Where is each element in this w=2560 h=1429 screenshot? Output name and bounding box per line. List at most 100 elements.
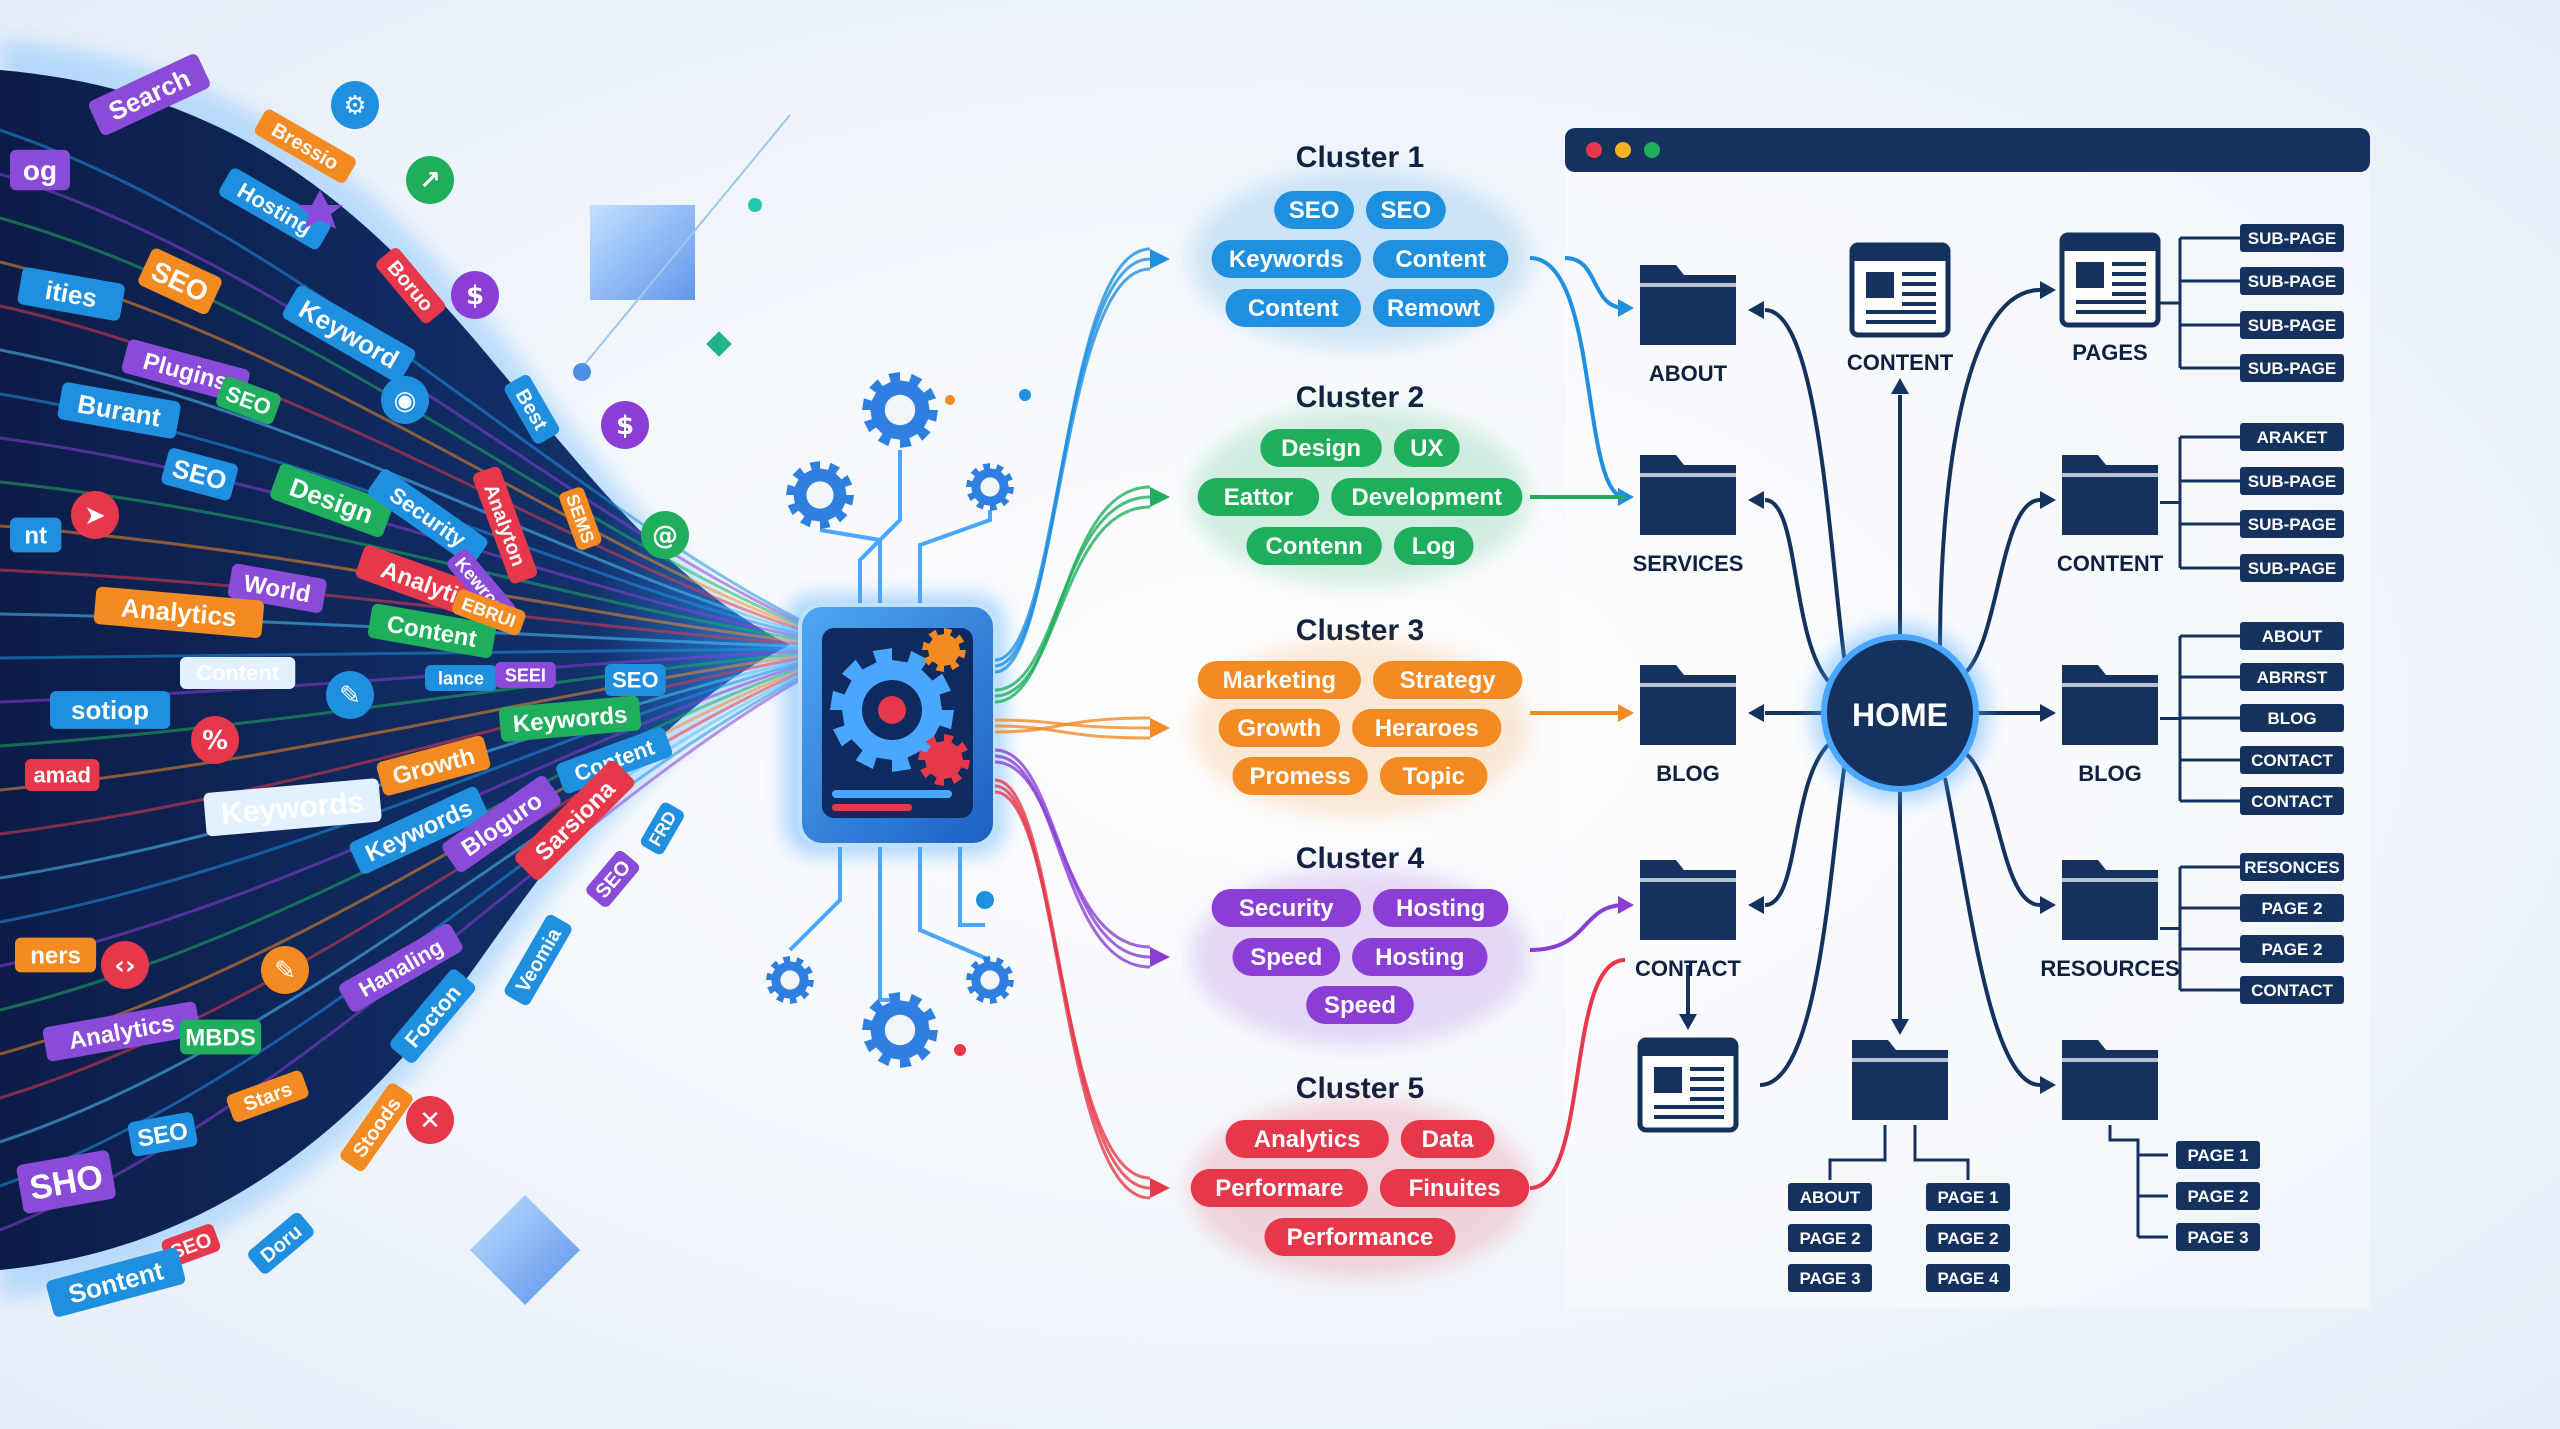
keyword-pill-label: Topic (1403, 763, 1465, 790)
sitemap-page-link[interactable]: PAGE 3 (1788, 1264, 1872, 1292)
sitemap-page-link[interactable]: SUB-PAGE (2240, 510, 2344, 538)
keyword-pill-label: Hosting (1396, 895, 1485, 922)
folder-icon (1640, 265, 1736, 345)
folder-services[interactable]: SERVICES (1633, 455, 1744, 576)
keyword-tag: og (10, 149, 70, 191)
arrow-head-icon (1618, 488, 1634, 506)
folder-blog-left[interactable]: BLOG (1640, 665, 1736, 786)
sitemap-link (1938, 288, 2041, 649)
sitemap-page-link[interactable]: CONTACT (2240, 746, 2344, 774)
folder-icon (1640, 455, 1736, 535)
folder-content-right[interactable]: CONTENT (2057, 455, 2164, 576)
keyword-pill-label: Contenn (1265, 533, 1362, 560)
sitemap-page-label: BLOG (2267, 709, 2316, 728)
page-content[interactable]: CONTENT (1847, 242, 1954, 375)
sitemap-page-link[interactable]: SUB-PAGE (2240, 224, 2344, 252)
folder-bottom-middle[interactable] (1852, 1040, 1948, 1120)
sitemap-page-label: SUB-PAGE (2248, 359, 2336, 378)
keyword-pill-label: UX (1410, 435, 1443, 462)
keyword-tag: Analytics (93, 586, 264, 638)
svg-text:◉: ◉ (394, 386, 417, 416)
keyword-pill-label: Promess (1250, 763, 1351, 790)
sitemap-page-label: CONTACT (2251, 981, 2333, 1000)
folder-icon (1640, 665, 1736, 745)
sitemap-page-link[interactable]: ABOUT (2240, 622, 2344, 650)
circuit-line (788, 845, 842, 952)
keyword-pill (1218, 709, 1341, 747)
keyword-pill (1379, 757, 1488, 795)
keyword-tag-label: Content (196, 661, 280, 686)
sitemap-page-link[interactable]: PAGE 2 (2240, 935, 2344, 963)
sitemap-page-label: SUB-PAGE (2248, 515, 2336, 534)
folder-blog-right[interactable]: BLOG (2062, 665, 2158, 786)
svg-text:↗: ↗ (419, 166, 441, 196)
keyword-pill-label: Hosting (1375, 944, 1464, 971)
sitemap-page-link[interactable]: ABRRST (2240, 663, 2344, 691)
sitemap-link (2108, 1125, 2140, 1237)
sitemap-page-link[interactable]: SUB-PAGE (2240, 354, 2344, 382)
close-dot-icon (1586, 142, 1602, 158)
sitemap-page-link[interactable]: CONTACT (2240, 976, 2344, 1004)
sitemap-page-link[interactable]: PAGE 2 (1926, 1224, 2010, 1252)
home-label: HOME (1852, 697, 1948, 733)
page-pages[interactable]: PAGES (2059, 232, 2161, 365)
keyword-tag: sotiop (50, 691, 171, 729)
sitemap-page-link[interactable]: PAGE 2 (2240, 894, 2344, 922)
folder-icon (2062, 1040, 2158, 1120)
arrow-head-icon (1748, 704, 1764, 722)
floating-decorations (470, 114, 1031, 1305)
sitemap-page-link[interactable]: SUB-PAGE (2240, 311, 2344, 339)
keyword-pill (1211, 889, 1361, 927)
sitemap-page-link[interactable]: ABOUT (1788, 1183, 1872, 1211)
sitemap-page-link[interactable]: SUB-PAGE (2240, 267, 2344, 295)
sitemap-page-link[interactable]: SUB-PAGE (2240, 467, 2344, 495)
keyword-pill (1190, 1169, 1368, 1207)
keyword-pill-label: Eattor (1224, 484, 1293, 511)
sitemap-link (1529, 256, 1626, 499)
sitemap-page-link[interactable]: PAGE 3 (2176, 1223, 2260, 1251)
at-sign-icon: @ (641, 511, 689, 559)
glass-square-top (590, 205, 695, 300)
sitemap-page-link[interactable]: PAGE 1 (2176, 1141, 2260, 1169)
sitemap-page-link[interactable]: PAGE 2 (2176, 1182, 2260, 1210)
globe-icon: ◉ (381, 376, 429, 424)
folder-label: SERVICES (1633, 551, 1744, 576)
sitemap-page-link[interactable]: ARAKET (2240, 423, 2344, 451)
folder-contact[interactable]: CONTACT (1635, 860, 1742, 981)
stream-line (0, 480, 801, 641)
keyword-pill (1246, 527, 1382, 565)
sitemap-link (1828, 1125, 1887, 1180)
folder-bottom-right[interactable] (2062, 1040, 2158, 1120)
keyword-pill (1372, 289, 1495, 327)
small-orange-gear-icon (922, 628, 966, 672)
sitemap-page-link[interactable]: SUB-PAGE (2240, 554, 2344, 582)
hub-to-cluster-connectors (994, 247, 1170, 1200)
sitemap-page-link[interactable]: PAGE 4 (1926, 1264, 2010, 1292)
folder-resources[interactable]: RESOURCES (2040, 860, 2180, 981)
keyword-pill-label: Performare (1215, 1175, 1343, 1202)
arrow-head-icon (1150, 487, 1170, 507)
sitemap-page-label: PAGE 1 (1937, 1188, 1998, 1207)
folder-label: CONTACT (1635, 956, 1741, 981)
sitemap-link (1963, 498, 2041, 675)
sitemap-page-link[interactable]: RESONCES (2240, 853, 2344, 881)
sitemap-link (1764, 308, 1847, 664)
keyword-pill-label: Marketing (1223, 667, 1336, 694)
page-contact-detail[interactable] (1637, 1037, 1739, 1133)
stream-line (0, 673, 801, 1144)
sitemap-page-link[interactable]: PAGE 1 (1926, 1183, 2010, 1211)
sitemap-page-link[interactable]: PAGE 2 (1788, 1224, 1872, 1252)
sitemap-page-label: SUB-PAGE (2248, 229, 2336, 248)
arrow-head-icon (1679, 1014, 1697, 1030)
sitemap-page-label: SUB-PAGE (2248, 316, 2336, 335)
folder-about[interactable]: ABOUT (1640, 265, 1736, 386)
sitemap-page-label: PAGE 2 (2261, 899, 2322, 918)
sitemap-page-label: ABOUT (1800, 1188, 1861, 1207)
arrow-head-icon (1150, 249, 1170, 269)
main-gear-icon (830, 628, 970, 786)
sitemap-page-link[interactable]: BLOG (2240, 704, 2344, 732)
sitemap-page-link[interactable]: CONTACT (2240, 787, 2344, 815)
